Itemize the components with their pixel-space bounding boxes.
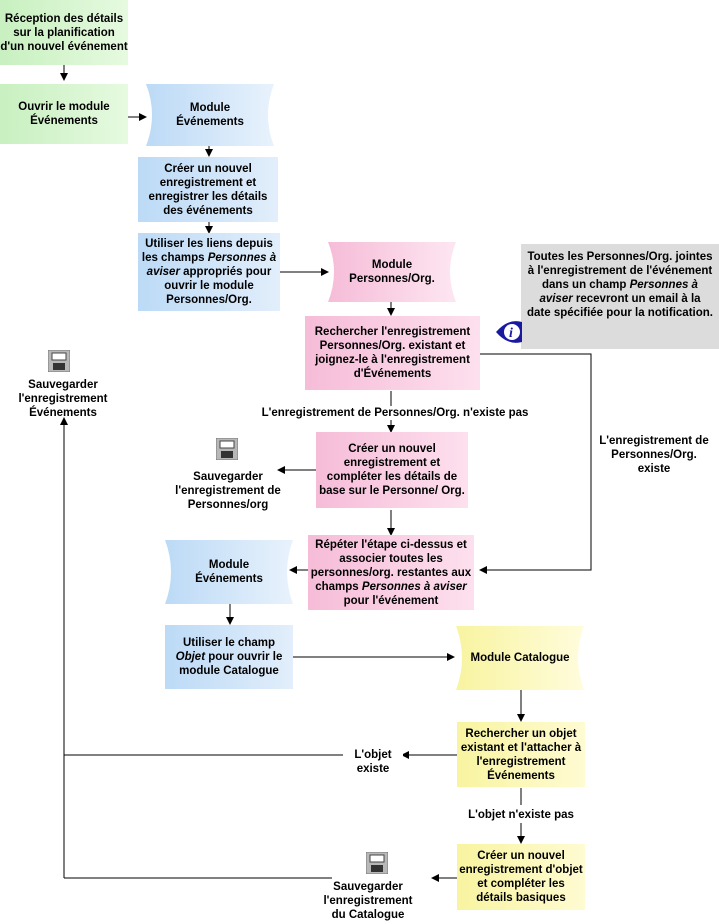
- info-icon: i: [496, 321, 522, 343]
- step-rechercher-personnes: Rechercher l'enregistrement Personnes/Or…: [305, 316, 480, 390]
- arrow-existe-to-repeter: [479, 353, 592, 574]
- branch-personne-absente: L'enregistrement de Personnes/Org. n'exi…: [250, 406, 540, 420]
- module-personnes: Module Personnes/Org.: [328, 242, 456, 302]
- svg-text:i: i: [509, 326, 513, 341]
- step-creer-objet: Créer un nouvel enregistrement d'objet e…: [457, 844, 585, 910]
- step-creer-personne: Créer un nouvel enregistrement et complé…: [316, 432, 468, 508]
- branch-objet-absent: L'objet n'existe pas: [460, 808, 582, 822]
- notification-note: Toutes les Personnes/Org. jointes à l'en…: [521, 244, 719, 349]
- step-reception: Réception des détails sur la planificati…: [0, 0, 128, 65]
- module-evenements-top: Module Événements: [146, 84, 274, 146]
- branch-personne-existe: L'enregistrement de Personnes/Org. exist…: [594, 434, 714, 476]
- module-shape: [456, 626, 584, 690]
- module-shape: [165, 540, 293, 604]
- step-rechercher-objet: Rechercher un objet existant et l'attach…: [457, 722, 585, 787]
- save-catalogue-label: Sauvegarder l'enregistrement du Catalogu…: [323, 881, 413, 921]
- module-shape: [146, 84, 274, 146]
- module-shape: [328, 242, 456, 302]
- floppy-disk-icon: [48, 350, 70, 372]
- module-evenements-bottom: Module Événements: [165, 540, 293, 604]
- branch-objet-existe: L'objet existe: [343, 748, 403, 776]
- step-creer-enregistrement: Créer un nouvel enregistrement et enregi…: [138, 157, 278, 222]
- save-personnes-label: Sauvegarder l'enregistrement de Personne…: [175, 471, 281, 511]
- floppy-disk-icon: [216, 438, 238, 460]
- floppy-disk-icon: [366, 852, 388, 874]
- module-catalogue: Module Catalogue: [456, 626, 584, 690]
- save-evenements-label: Sauvegarder l'enregistrement Événements: [18, 379, 108, 419]
- step-repeter: Répéter l'étape ci-dessus et associer to…: [308, 535, 474, 610]
- step-ouvrir-module: Ouvrir le module Événements: [0, 84, 128, 144]
- step-utiliser-liens: Utiliser les liens depuis les champs Per…: [138, 233, 280, 311]
- step-utiliser-objet: Utiliser le champ Objet pour ouvrir le m…: [165, 625, 293, 689]
